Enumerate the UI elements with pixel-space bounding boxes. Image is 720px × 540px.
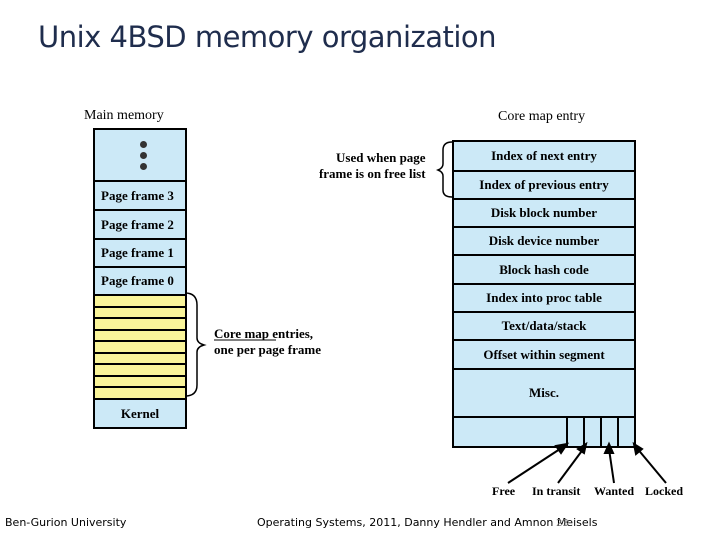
page-frame-1: Page frame 1 (95, 238, 185, 266)
arrow-free-icon (554, 442, 570, 455)
free-list-note: Used when page frame is on free list (319, 150, 426, 182)
core-map-stripe (95, 306, 185, 317)
core-map-stripe (95, 329, 185, 340)
core-map-stripe (95, 375, 185, 386)
core-map-stripe (95, 352, 185, 363)
core-map-stripe (95, 340, 185, 352)
field-proc-table-index: Index into proc table (454, 283, 634, 311)
ellipsis-dots-icon (95, 130, 185, 180)
core-map-stripe (95, 317, 185, 329)
field-misc: Misc. (454, 368, 634, 416)
footer-university: Ben-Gurion University (5, 516, 127, 529)
core-map-stripe (95, 386, 185, 398)
core-map-note-line1: Core map entries, (214, 326, 314, 341)
field-disk-device: Disk device number (454, 226, 634, 254)
field-text-data-stack: Text/data/stack (454, 311, 634, 339)
flag-arrows (507, 441, 667, 484)
free-list-note-line2: frame is on free list (318, 166, 426, 181)
flag-bits-row (454, 416, 634, 446)
arrow-wanted-icon (603, 441, 615, 454)
field-segment-offset: Offset within segment (454, 339, 634, 368)
core-map-stripe (95, 363, 185, 375)
flag-locked: Locked (645, 484, 684, 498)
arrow-in-transit-icon (576, 441, 588, 455)
flag-in-transit: In transit (532, 484, 581, 498)
flag-wanted: Wanted (594, 484, 635, 498)
arrow-locked-icon (632, 441, 644, 456)
core-map-entry-heading: Core map entry (498, 109, 586, 124)
page-number: 23 (556, 518, 569, 529)
field-index-next: Index of next entry (491, 148, 597, 163)
page-frame-0: Page frame 0 (95, 266, 185, 294)
core-map-stripe (95, 294, 185, 306)
kernel-region: Kernel (95, 398, 185, 427)
core-map-entry-diagram: Index of next entry Index of previous en… (452, 140, 636, 448)
main-memory-heading: Main memory (84, 108, 164, 123)
page-frame-2: Page frame 2 (95, 209, 185, 238)
main-memory-diagram: Page frame 3 Page frame 2 Page frame 1 P… (93, 128, 187, 429)
footer-course: Operating Systems, 2011, Danny Hendler a… (257, 516, 598, 529)
page-frame-3: Page frame 3 (95, 180, 185, 209)
core-map-brace-icon (184, 292, 207, 397)
core-map-note: Core map entries, one per page frame (214, 326, 321, 358)
free-list-brace-icon (435, 141, 453, 198)
field-disk-block: Disk block number (454, 198, 634, 226)
field-block-hash: Block hash code (454, 254, 634, 283)
free-list-note-line1: Used when page (336, 150, 426, 165)
core-map-note-line2: one per page frame (214, 342, 321, 357)
field-index-previous: Index of previous entry (454, 170, 634, 198)
slide-title: Unix 4BSD memory organization (38, 20, 497, 54)
flag-free: Free (492, 484, 516, 498)
